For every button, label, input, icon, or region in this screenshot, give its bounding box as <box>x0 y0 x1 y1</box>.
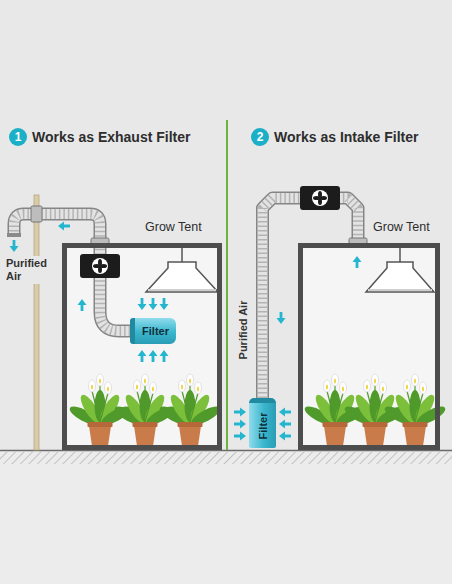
flow-arrow <box>353 256 362 268</box>
wall-pole <box>34 195 39 450</box>
duct-path <box>263 198 359 398</box>
divider <box>226 120 228 450</box>
grow-light <box>146 248 218 292</box>
inline-fan <box>300 186 340 210</box>
flow-arrow <box>277 312 286 324</box>
filter-cylinder: Filter <box>249 398 276 448</box>
duct-path <box>263 198 359 398</box>
tent-label: Grow Tent <box>145 220 202 235</box>
inline-fan <box>80 254 120 278</box>
flow-arrow <box>138 298 147 310</box>
flow-arrow <box>138 350 147 362</box>
filter-cylinder: Filter <box>130 318 176 344</box>
tent-interior <box>62 243 222 450</box>
flow-arrow <box>149 298 158 310</box>
filter-label: Filter <box>142 325 169 337</box>
flow-arrow <box>234 420 246 429</box>
callout-number: 2 <box>251 128 269 146</box>
flow-arrow <box>160 298 169 310</box>
flow-arrow <box>279 420 291 429</box>
flow-arrow <box>234 408 246 417</box>
flow-arrow <box>279 432 291 441</box>
filter-label: Filter <box>257 412 269 439</box>
grow-light <box>366 248 434 292</box>
air-label: Purified Air <box>237 301 250 360</box>
section-heading: Works as Intake Filter <box>274 128 418 146</box>
duct-connector <box>263 198 359 398</box>
callout-number: 1 <box>9 128 27 146</box>
potted-plant <box>157 374 222 446</box>
air-label: Purified Air <box>4 256 58 284</box>
floor <box>0 450 452 584</box>
tent-label: Grow Tent <box>373 220 430 235</box>
flow-arrow <box>160 350 169 362</box>
flow-arrow <box>149 350 158 362</box>
flow-arrow <box>234 432 246 441</box>
flow-arrow <box>279 408 291 417</box>
flow-arrow <box>78 299 87 311</box>
floor-hatch <box>0 452 452 464</box>
duct-path <box>263 198 359 398</box>
flow-arrow <box>10 240 19 252</box>
section-heading: Works as Exhaust Filter <box>32 128 190 146</box>
grow-tent: Grow Tent <box>298 243 440 450</box>
grow-tent: Grow TentFilter <box>62 243 222 450</box>
wall-coupling <box>31 206 42 222</box>
flow-arrow <box>58 222 70 231</box>
